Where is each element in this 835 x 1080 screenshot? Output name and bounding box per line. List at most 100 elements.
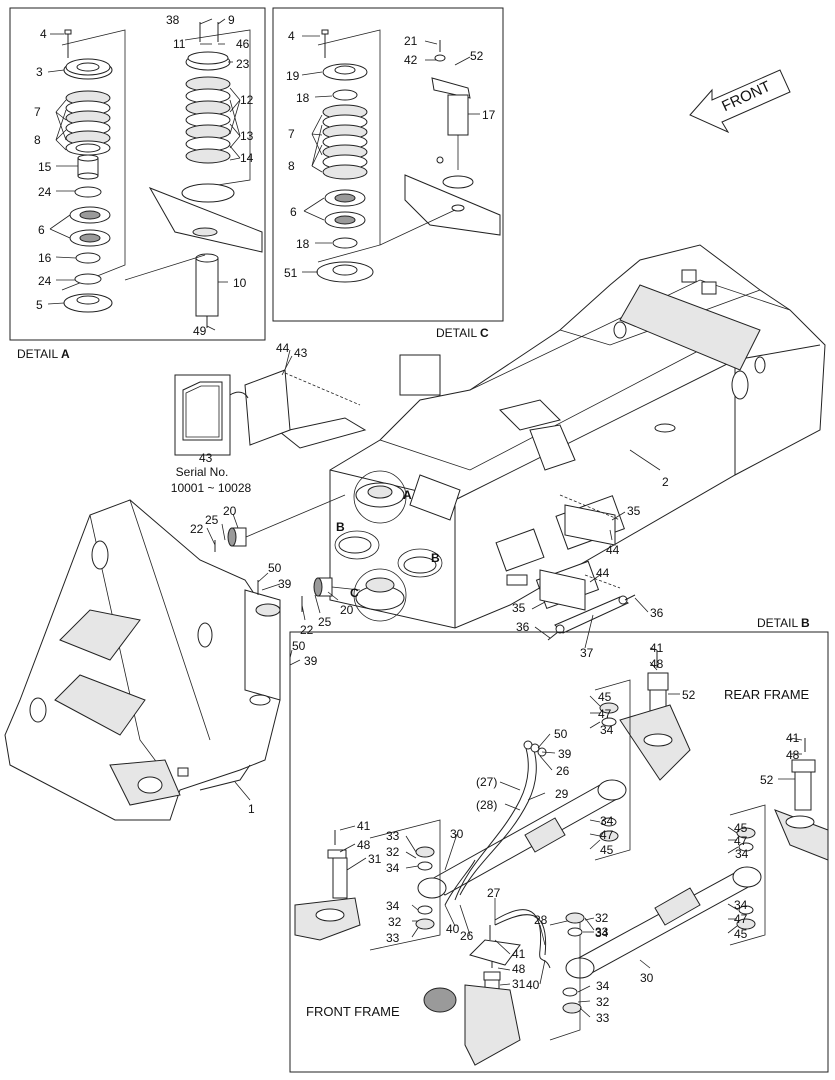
callout-a: A [403,488,412,502]
part-number-label: 20 [340,603,354,617]
detail-c-box [272,7,504,322]
part-number-label: 32 [388,915,402,929]
part-number-label: 5 [36,298,43,312]
hydraulic-hose-icon [444,740,551,969]
part-number-label: 8 [288,159,295,173]
part-number-label: 15 [38,160,52,174]
seal-icon [332,237,358,249]
front-frame-label: FRONT FRAME [306,1004,400,1019]
part-number-label: 4 [40,27,47,41]
part-number-label: 17 [482,108,496,122]
part-number-label: 31 [368,852,382,866]
part-number-label: 24 [38,274,52,288]
part-number-label: 47 [734,834,748,848]
detail-a-box [9,7,266,341]
part-number-label: 27 [487,886,501,900]
part-number-label: 37 [580,646,594,660]
detail-b-caption: DETAIL B [757,616,810,630]
part-number-label: 45 [734,927,748,941]
part-number-label: 50 [268,561,282,575]
callout-b-right: B [431,551,440,565]
part-number-label: 12 [240,93,254,107]
cover-plate-35b [539,569,586,611]
part-number-label: 41 [357,819,371,833]
detail-b-bracket-1 [594,679,631,861]
detail-b-bracket-2 [729,804,766,946]
frame-boss-icon [404,156,501,236]
part-number-label: 41 [512,947,526,961]
part-number-label: 34 [600,814,614,828]
part-number-label: 3 [36,65,43,79]
part-number-label: 34 [596,979,610,993]
bushing-icon [227,527,333,597]
detail-b-bracket-3 [369,819,441,951]
part-number-label: 8 [34,133,41,147]
part-number-label: 47 [598,707,612,721]
part-number-label: 30 [450,827,464,841]
part-number-label: 7 [288,127,295,141]
part-number-label: 34 [600,723,614,737]
part-number-label: 47 [734,912,748,926]
part-number-label: 32 [596,995,610,1009]
seal-icon [332,89,358,101]
pin-bracket-icon [423,925,521,1066]
part-number-label: 51 [284,266,298,280]
gasket-plate [244,369,291,446]
part-number-label: 44 [596,566,610,580]
part-number-label: 45 [598,690,612,704]
part-number-label: 18 [296,237,310,251]
part-number-label: 11 [173,37,186,51]
part-number-label: 49 [193,324,207,338]
bearing-icon [69,206,111,247]
part-number-label: 50 [554,727,568,741]
part-number-label: 33 [595,925,609,939]
front-arrow-icon [689,69,791,134]
part-number-label: 30 [640,971,654,985]
detail-a-caption: DETAIL A [17,347,70,361]
cover-plate-35 [564,504,616,546]
part-number-label: 26 [460,929,474,943]
part-number-label: 16 [38,251,52,265]
part-number-label: 43 [294,346,308,360]
part-number-label: 23 [236,57,250,71]
part-number-label: 10 [233,276,247,290]
part-number-label: 6 [38,223,45,237]
part-number-label: 45 [734,821,748,835]
part-number-label: 44 [276,341,290,355]
mount-plate-icon [148,183,263,253]
part-number-label: 2 [662,475,669,489]
part-number-label: 7 [34,105,41,119]
part-number-label: 46 [236,37,250,51]
retainer-plate-icon [322,63,368,81]
part-number-label: 43 [199,451,213,465]
part-number-label: 4 [288,29,295,43]
part-number-label: 50 [292,639,306,653]
part-number-label: 34 [735,847,749,861]
part-number-label: 36 [650,606,664,620]
part-number-label: 34 [386,899,400,913]
part-number-label: 36 [516,620,530,634]
callout-b-left: B [336,520,345,534]
part-number-label: 41 [786,731,800,745]
part-number-label: 31 [512,977,526,991]
pin-bracket-icon [619,650,691,781]
ring-icon [75,252,101,264]
gasket-icon [182,381,223,441]
part-number-label: 33 [596,1011,610,1025]
cover-plate-icon [63,293,113,313]
part-number-label: (27) [476,775,497,789]
part-number-label: 45 [600,843,614,857]
retainer-plate-icon [63,58,113,80]
lock-bar-icon [547,594,636,641]
part-number-label: 33 [386,829,400,843]
seal-icon [599,702,619,714]
part-number-label: 19 [286,69,300,83]
part-number-label: 13 [240,129,254,143]
shim-stack-icon [65,90,111,156]
part-number-label: 29 [555,787,569,801]
bolt-icon [64,29,72,58]
callout-c: C [350,586,359,600]
detail-c-bracket [317,29,381,263]
